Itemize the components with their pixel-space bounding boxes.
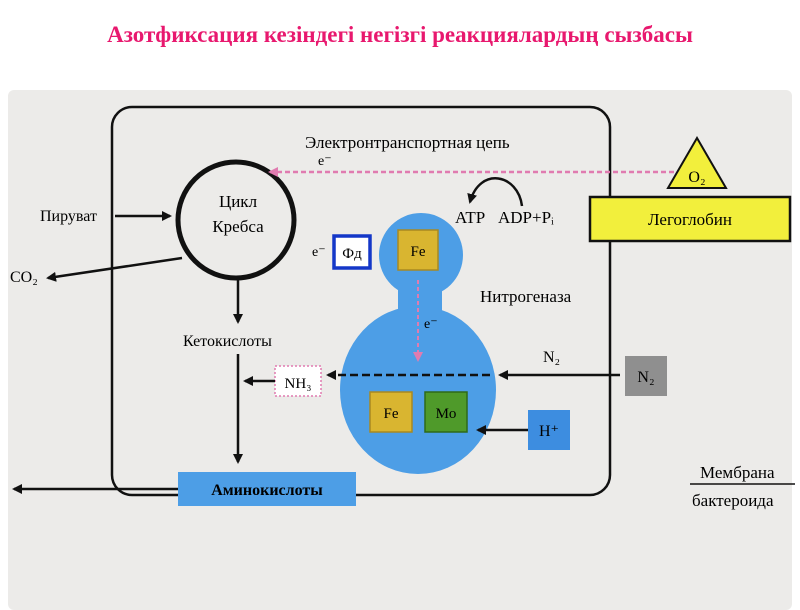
electron-fd-label: e⁻ xyxy=(312,245,326,260)
krebs-cycle-circle xyxy=(175,159,297,281)
nh3-label: NH₃ xyxy=(285,376,312,392)
ferredoxin-label: Фд xyxy=(342,246,362,262)
co2-label: CO₂ xyxy=(10,269,38,286)
mo-label: Mo xyxy=(436,406,457,422)
fe-mo-fe-box xyxy=(369,391,413,433)
nitrogenase-label: Нитрогеназа xyxy=(480,287,572,306)
leghemoglobin-box xyxy=(588,195,792,243)
membrane-label-line2: бактероида xyxy=(692,491,774,510)
krebs-cycle-label-line1: Цикл xyxy=(219,192,258,211)
krebs-cycle-label-line2: Кребса xyxy=(212,217,264,236)
leghemoglobin-label: Легоглобин xyxy=(648,210,732,229)
atp-adp-curved-arrow xyxy=(467,177,524,207)
slide-title: Азотфиксация кезіндегі негізгі реакцияла… xyxy=(107,22,693,47)
fe-protein-box xyxy=(397,229,439,271)
h-plus-label: H⁺ xyxy=(539,423,559,440)
ketoacids-label: Кетокислоты xyxy=(183,333,272,350)
etc-label: Электронтранспортная цепь xyxy=(305,133,510,152)
amino-acids-box xyxy=(178,472,356,506)
pyruvate-label: Пируват xyxy=(40,208,97,225)
o2-triangle xyxy=(666,136,728,189)
h-plus-box xyxy=(528,410,570,450)
o2-label: O₂ xyxy=(688,169,705,186)
n2-box-label: N₂ xyxy=(637,369,654,386)
krebs-to-co2-arrow xyxy=(46,256,183,282)
diagram-canvas: Цикл Кребса Пируват CO₂ Кетокислоты NH₃ … xyxy=(10,105,795,510)
nitrogenase-neck xyxy=(398,270,442,330)
membrane-label-line1: Мембрана xyxy=(700,463,775,482)
nitrogen-fixation-diagram: Цикл Кребса Пируват CO₂ Кетокислоты NH₃ … xyxy=(0,70,800,610)
mo-box xyxy=(424,391,468,433)
electron-top-label: e⁻ xyxy=(318,154,332,169)
adp-label: ADP+Pᵢ xyxy=(498,208,554,227)
n2-text-label: N₂ xyxy=(543,349,560,366)
atp-label: ATP xyxy=(455,208,485,227)
amino-acids-label: Аминокислоты xyxy=(211,482,323,499)
bacteroid-cell xyxy=(110,105,612,497)
fe-mo-fe-label: Fe xyxy=(384,406,399,422)
fe-protein-label: Fe xyxy=(411,244,426,260)
n2-box xyxy=(625,356,667,396)
ferredoxin-box xyxy=(332,234,372,270)
electron-enzyme-label: e⁻ xyxy=(424,317,438,332)
